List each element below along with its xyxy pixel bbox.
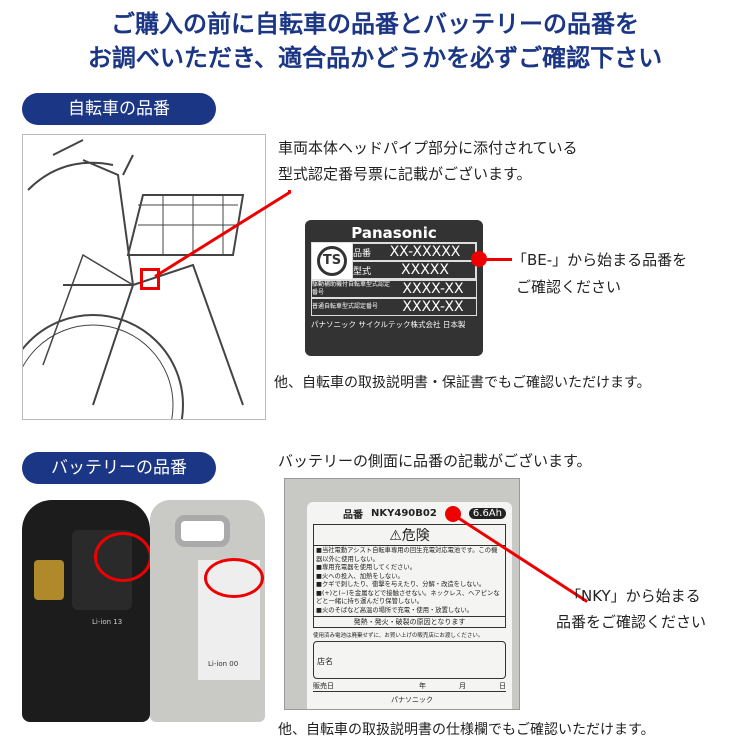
bike-note-2: ご確認ください [516, 278, 622, 296]
battery-label-photo: 品番 NKY490B02 6.6Ah ⚠危険 ■当社電動アシスト自転車専用の回生… [284, 478, 520, 710]
warning-item: ■火への投入、加熱をしない。 [316, 572, 404, 580]
headline-line-2: お調べいただき、適合品かどうかを必ずご確認下さい [87, 44, 663, 72]
plate-value-1: XX-XXXXX [389, 244, 461, 260]
black-battery-photo: Li-ion 13 [22, 500, 152, 722]
battery-badge [34, 560, 64, 600]
warning-item: ■クギで刺したり、衝撃を与えたり、分解・改造をしない。 [316, 581, 486, 588]
bike-desc-2: 型式認定番号票に記載がございます。 [278, 165, 532, 183]
black-battery-circle [94, 532, 152, 582]
warning-item: ■火のそばなど高温の場所で充電・使用・放置しない。 [316, 606, 474, 614]
battery-section-pill: バッテリーの品番 [22, 452, 216, 484]
warning-item: ■(+)と(−)を金属などで接触させない。ネックレス、ヘアピンなどと一緒に持ち運… [316, 589, 500, 606]
gray-battery-circle [204, 558, 264, 598]
headline-line-1: ご購入の前に自転車の品番とバッテリーの品番を [111, 10, 639, 38]
plate-key-1: 品番 [353, 248, 372, 259]
bike-note-1: 「BE-」から始まる品番を [512, 251, 688, 269]
day-label: 日 [499, 682, 506, 690]
warning-item: ■専用充電器を使用してください。 [316, 564, 417, 571]
recycle-note: 使用済み電池は廃棄せずに、お買い上げの販売店にお渡しください。 [313, 633, 484, 639]
plate-footer: パナソニック サイクルテック株式会社 日本製 [311, 320, 466, 329]
bike-red-dot [471, 251, 487, 267]
month-label: 月 [459, 682, 466, 690]
bike-section-pill: 自転車の品番 [22, 93, 216, 125]
ts-mark-icon: TS [312, 243, 352, 279]
danger-cause: 発熱・発火・破裂の原因となります [314, 616, 505, 627]
sale-date-label: 販売日 [313, 682, 334, 690]
year-label: 年 [419, 682, 426, 690]
gray-battery-photo: Li-ion 00 [150, 500, 265, 722]
battery-label: 品番 NKY490B02 6.6Ah ⚠危険 ■当社電動アシスト自転車専用の回生… [307, 502, 512, 709]
plate-key-3: 駆動補助機付自転車型式認定番号 [312, 281, 391, 296]
maker-name: パナソニック [391, 696, 433, 704]
pointer-corner [288, 190, 291, 193]
battery-note-1: 「NKY」から始まる [566, 587, 701, 605]
headpipe-marker [140, 268, 160, 290]
bike-note-line [484, 258, 512, 261]
bike-desc-1: 車両本体ヘッドパイプ部分に添付されている [278, 139, 578, 157]
plate-key-2: 型式 [353, 266, 372, 277]
plate-value-2: XXXXX [401, 262, 449, 278]
battery-desc: バッテリーの側面に品番の記載がございます。 [278, 452, 592, 470]
battery-label-key: 品番 [343, 510, 363, 521]
black-battery-text: Li-ion 13 [92, 618, 123, 626]
store-name-field: 店名 [313, 641, 506, 679]
plate-brand: Panasonic [351, 224, 437, 242]
gray-battery-text: Li-ion 00 [208, 660, 239, 668]
plate-value-3: XXXX-XX [402, 281, 464, 297]
model-plate: Panasonic TS 品番 XX-XXXXX 型式 XXXXX 駆動補助機付自転… [305, 220, 483, 356]
battery-capacity: 6.6Ah [468, 508, 506, 519]
battery-note-2: 品番をご確認ください [556, 613, 707, 631]
danger-heading: ⚠危険 [314, 525, 505, 546]
battery-caption: 他、自転車の取扱説明書の仕様欄でもご確認いただけます。 [278, 722, 655, 738]
bike-caption: 他、自転車の取扱説明書・保証書でもご確認いただけます。 [274, 375, 651, 391]
warning-item: ■当社電動アシスト自転車専用の回生充電対応電池です。この機器以外に使用しない。 [316, 547, 498, 563]
plate-value-4: XXXX-XX [402, 299, 464, 315]
plate-key-4: 普通自転車型式認定番号 [312, 303, 379, 310]
battery-handle [175, 515, 230, 547]
battery-model-number: NKY490B02 [371, 508, 437, 519]
